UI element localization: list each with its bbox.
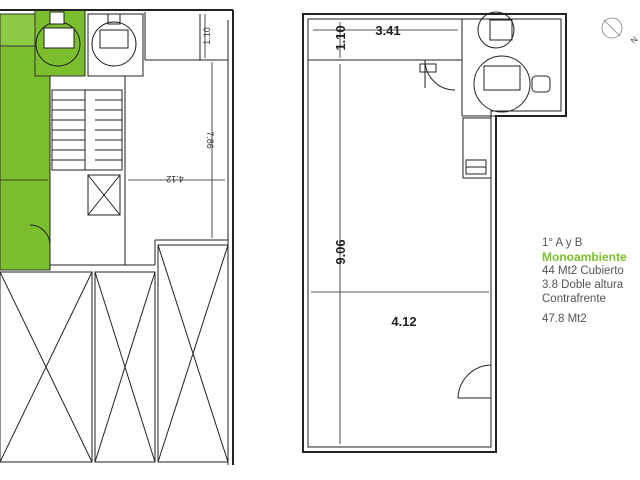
double-height-area: 3.8 Doble altura (542, 279, 624, 291)
unit-info-panel: 1° A y B Monoambiente 44 Mt2 Cubierto 3.… (542, 236, 640, 326)
unit-type: Monoambiente (542, 250, 627, 264)
right-dim-top-width: 3.41 (375, 23, 400, 38)
right-dim-width: 4.12 (391, 314, 416, 329)
north-arrow-icon (601, 17, 623, 39)
total-area: 47.8 Mt2 (542, 313, 587, 325)
left-dim-height: 7.86 (205, 131, 215, 149)
covered-area: 44 Mt2 Cubierto (542, 265, 624, 277)
left-dim-width: 4.12 (166, 174, 184, 184)
right-dim-height: 9.06 (333, 239, 348, 264)
unit-label: 1° A y B (542, 237, 583, 249)
right-floor-plan (302, 11, 567, 453)
right-dim-top-height: 1.10 (333, 25, 348, 50)
left-dim-top: 1.10 (202, 27, 212, 45)
left-floor-plan (0, 9, 234, 465)
orientation: Contrafrente (542, 293, 606, 305)
north-label: N (629, 35, 640, 46)
